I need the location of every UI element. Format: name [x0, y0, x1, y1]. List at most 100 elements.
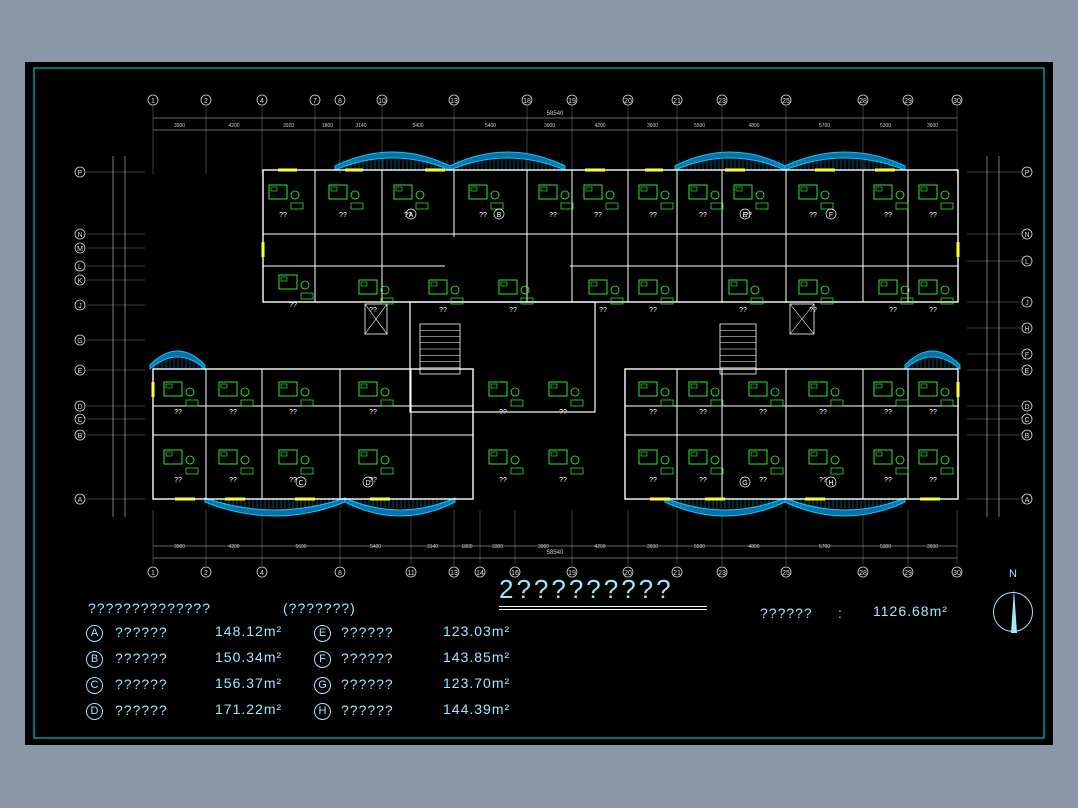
furniture-plant — [300, 280, 310, 290]
furniture-pillow — [640, 186, 648, 192]
room-label: ?? — [929, 307, 937, 314]
dimension-text-bottom: 3300 — [492, 544, 503, 550]
grid-bubble-top — [902, 94, 914, 106]
dimension-text-top: 5400 — [412, 123, 423, 129]
furniture-pillow — [920, 186, 928, 192]
furniture-table — [940, 467, 954, 475]
unit-marker-label: C — [298, 480, 303, 487]
balcony-top-right — [674, 151, 786, 171]
room-label: ?? — [369, 307, 377, 314]
furniture-table — [770, 399, 784, 407]
furniture-bed — [468, 184, 488, 200]
grid-bubble-left-label: D — [77, 404, 82, 411]
furniture-table — [570, 399, 584, 407]
grid-bubble-top-label: 29 — [904, 98, 912, 105]
room-label: ?? — [929, 477, 937, 484]
dimension-text-top: 5700 — [819, 123, 830, 129]
furniture-pillow — [360, 383, 368, 389]
balcony-side-left — [149, 350, 206, 371]
grid-bubble-bottom-label: 8 — [338, 570, 342, 577]
grid-bubble-bottom-label: 21 — [673, 570, 681, 577]
furniture-pillow — [540, 186, 548, 192]
grid-bubble-bottom-label: 2 — [204, 570, 208, 577]
furniture-pillow — [880, 281, 888, 287]
furniture-bed — [918, 381, 938, 397]
furniture-bed — [728, 279, 748, 295]
furniture-pillow — [810, 451, 818, 457]
room-label: ?? — [744, 212, 752, 219]
unit-marker-icon — [825, 208, 837, 220]
furniture-table — [940, 399, 954, 407]
room-label: ?? — [499, 409, 507, 416]
room-label: ?? — [479, 212, 487, 219]
grid-bubble-top — [448, 94, 460, 106]
grid-bubble-top — [951, 94, 963, 106]
furniture-plant — [900, 285, 910, 295]
dimension-text-top: 3900 — [174, 123, 185, 129]
room-label: ?? — [699, 477, 707, 484]
furniture-table — [660, 467, 674, 475]
room-label: ?? — [559, 409, 567, 416]
furniture-pillow — [920, 451, 928, 457]
furniture-bed — [808, 449, 828, 465]
grid-bubble-left — [74, 299, 86, 311]
furniture-table — [415, 202, 429, 210]
grid-bubble-bottom — [857, 566, 869, 578]
room-label: ?? — [404, 212, 412, 219]
furniture-bed — [748, 449, 768, 465]
furniture-table — [605, 202, 619, 210]
grid-bubble-right-label: P — [1025, 170, 1030, 177]
dimension-text-bottom: 5700 — [819, 544, 830, 550]
dimension-text-bottom: 5400 — [370, 544, 381, 550]
dimension-text-top: 3600 — [647, 123, 658, 129]
room-label: ?? — [929, 212, 937, 219]
grid-bubble-right-label: D — [1024, 404, 1029, 411]
grid-bubble-top-label: 18 — [523, 98, 531, 105]
grid-bubble-right — [1021, 296, 1033, 308]
furniture-bed — [358, 381, 378, 397]
room-label: ?? — [559, 477, 567, 484]
grid-bubble-right-label: N — [1024, 232, 1029, 239]
furniture-pillow — [330, 186, 338, 192]
dimension-text-bottom: 3600 — [647, 544, 658, 550]
unit-marker-label: G — [742, 480, 747, 487]
grid-bubble-bottom-label: 29 — [904, 570, 912, 577]
room-label: ?? — [819, 477, 827, 484]
grid-bubble-left-label: L — [78, 264, 82, 271]
furniture-pillow — [875, 451, 883, 457]
dimension-text-bottom: 3140 — [427, 544, 438, 550]
furniture-pillow — [500, 281, 508, 287]
furniture-table — [710, 399, 724, 407]
grid-bubble-bottom — [566, 566, 578, 578]
furniture-pillow — [640, 383, 648, 389]
furniture-pillow — [270, 186, 278, 192]
furniture-pillow — [395, 186, 403, 192]
dimension-text-top: 5300 — [880, 123, 891, 129]
dimension-text-top: 4200 — [228, 123, 239, 129]
dimension-text-top: 4200 — [594, 123, 605, 129]
grid-bubble-top — [376, 94, 388, 106]
room-label: ?? — [699, 212, 707, 219]
grid-bubble-bottom — [509, 566, 521, 578]
furniture-bed — [688, 449, 708, 465]
furniture-plant — [895, 387, 905, 397]
furniture-pillow — [360, 451, 368, 457]
furniture-table — [750, 297, 764, 305]
furniture-plant — [895, 190, 905, 200]
room-label: ?? — [594, 212, 602, 219]
grid-bubble-bottom — [780, 566, 792, 578]
grid-bubble-top — [256, 94, 268, 106]
furniture-table — [895, 202, 909, 210]
furniture-table — [610, 297, 624, 305]
furniture-bed — [878, 279, 898, 295]
grid-bubble-top-label: 19 — [568, 98, 576, 105]
furniture-bed — [798, 184, 818, 200]
unit-marker-icon — [739, 208, 751, 220]
balcony-side-right — [904, 350, 961, 371]
grid-bubble-left-label: C — [77, 417, 82, 424]
room-label: ?? — [809, 307, 817, 314]
furniture-table — [940, 202, 954, 210]
grid-bubble-top-label: 30 — [953, 98, 961, 105]
grid-bubble-top-label: 28 — [859, 98, 867, 105]
room-label: ?? — [499, 477, 507, 484]
